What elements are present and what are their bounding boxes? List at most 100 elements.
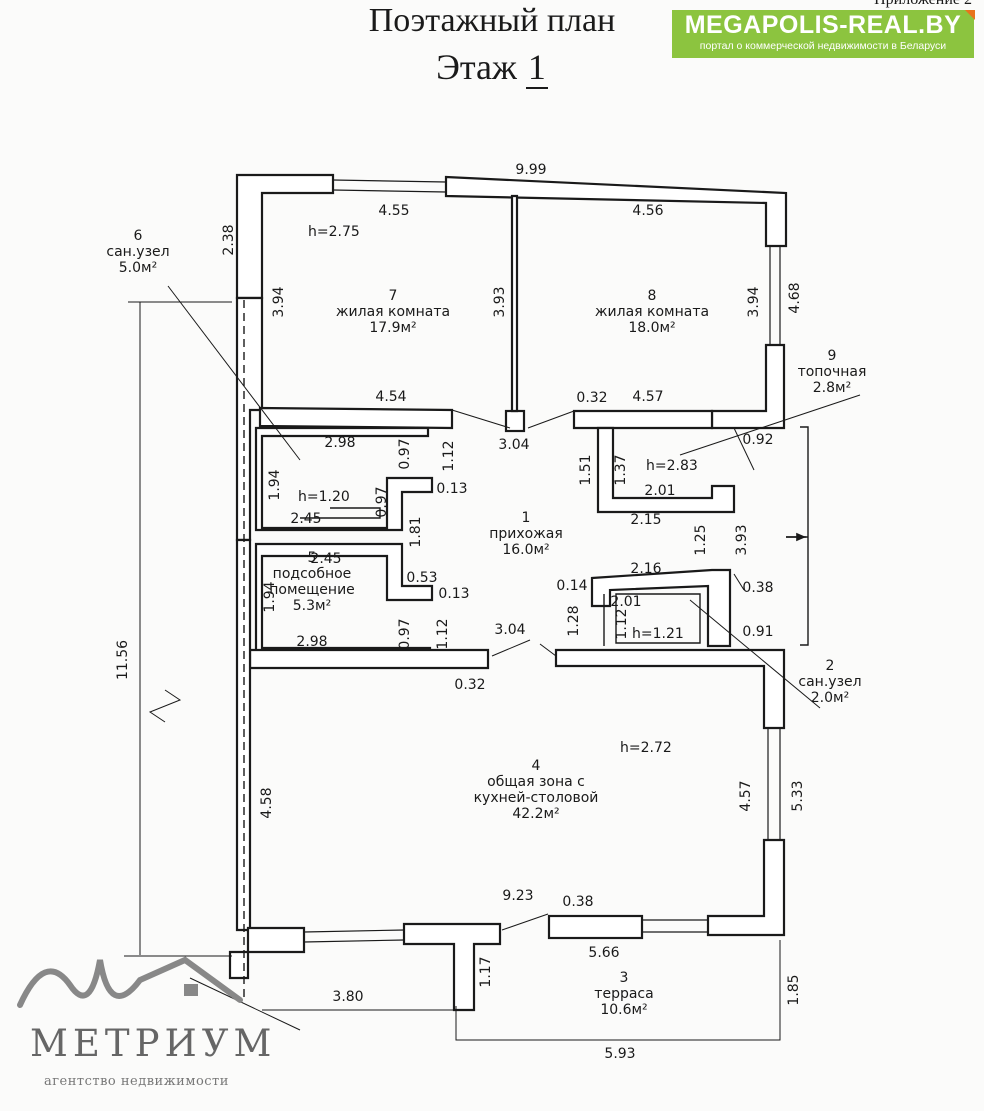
wall-bath2 xyxy=(590,568,732,648)
logo-name: МЕТРИУМ xyxy=(30,1022,277,1065)
wall-room8-bottom xyxy=(572,409,714,430)
dimension-label: 2.16 xyxy=(630,561,661,577)
metrium-logo-icon xyxy=(17,956,243,1008)
plan-title: Поэтажный план xyxy=(368,2,616,39)
dimension-label: 0.97 xyxy=(397,438,413,469)
room-6-area: 5.0м² xyxy=(119,260,157,276)
room-9-area: 2.8м² xyxy=(813,380,851,396)
dimension-label: 5.93 xyxy=(604,1046,635,1062)
dimension-label: 4.68 xyxy=(787,282,803,313)
dimension-label: 0.92 xyxy=(742,432,773,448)
room-4-number: 4 xyxy=(532,758,541,774)
corner-arrow-icon xyxy=(965,10,975,20)
wall-hall-right xyxy=(554,648,786,730)
room-4-name: общая зона с xyxy=(487,774,585,790)
floor-label: Этаж xyxy=(436,47,517,87)
wall-hall-left xyxy=(248,648,490,670)
dimension-label: 1.94 xyxy=(262,581,278,612)
dimension-label: 2.45 xyxy=(310,551,341,567)
ceiling-height-label: h=2.83 xyxy=(646,458,698,474)
room-1-name: прихожая xyxy=(489,526,563,542)
dimension-label: 2.98 xyxy=(296,634,327,650)
dimension-label: 1.81 xyxy=(408,516,424,547)
room-6-name: сан.узел xyxy=(106,244,169,260)
megapolis-badge[interactable]: MEGAPOLIS-REAL.BY портал о коммерческой … xyxy=(672,10,975,58)
badge-brand: MEGAPOLIS-REAL.BY xyxy=(684,11,962,39)
floor-number: 1 xyxy=(525,47,548,89)
logo-subtitle: агентство недвижимости xyxy=(44,1074,229,1089)
appendix-label: Приложение 2 xyxy=(874,0,972,9)
floor-title: Этаж 1 xyxy=(0,46,984,89)
dimension-label: 0.38 xyxy=(562,894,593,910)
ceiling-height-label: h=1.20 xyxy=(298,489,350,505)
room-4-area: 42.2м² xyxy=(512,806,559,822)
dimension-label: 0.32 xyxy=(454,677,485,693)
dimension-label: 2.38 xyxy=(221,224,237,255)
dimension-label: 1.85 xyxy=(786,974,802,1005)
dimension-label: 4.55 xyxy=(378,203,409,219)
dimension-label: 0.97 xyxy=(397,618,413,649)
wall-top-right xyxy=(444,175,788,248)
dimension-label: 0.13 xyxy=(436,481,467,497)
room-5-name: подсобное xyxy=(273,566,352,582)
ceiling-height-label: h=1.21 xyxy=(632,626,684,642)
room-2-number: 2 xyxy=(826,658,835,674)
dimension-label: 1.28 xyxy=(566,605,582,636)
dimension-label: 3.80 xyxy=(332,989,363,1005)
dimension-label: 4.57 xyxy=(738,780,754,811)
dimension-label: 0.97 xyxy=(374,486,390,517)
inner-lines xyxy=(243,300,809,1000)
dimension-label: 1.12 xyxy=(435,618,451,649)
windows xyxy=(303,179,781,943)
dimension-label: 2.45 xyxy=(290,511,321,527)
dimension-label: 3.94 xyxy=(271,286,287,317)
dimension-label: 0.91 xyxy=(742,624,773,640)
room-4-name: кухней-столовой xyxy=(474,790,599,806)
room-7-name: жилая комната xyxy=(336,304,450,320)
dimension-label: 0.14 xyxy=(556,578,587,594)
room-3-area: 10.6м² xyxy=(600,1002,647,1018)
dimension-label: 1.12 xyxy=(614,608,630,639)
dimension-label: 4.54 xyxy=(375,389,406,405)
dimension-label: 9.23 xyxy=(502,888,533,904)
room-5-name: помещение xyxy=(269,582,355,598)
dimension-label: 4.57 xyxy=(632,389,663,405)
dimension-label: 0.13 xyxy=(438,586,469,602)
wall-bath6 xyxy=(254,426,434,532)
room-7-number: 7 xyxy=(389,288,398,304)
room-5-area: 5.3м² xyxy=(293,598,331,614)
dimension-label: 1.25 xyxy=(693,524,709,555)
dimension-label: 5.33 xyxy=(790,780,806,811)
dimension-label: 1.94 xyxy=(267,469,283,500)
dimension-label: 3.04 xyxy=(494,622,525,638)
room-2-area: 2.0м² xyxy=(811,690,849,706)
wall-room7-bottom xyxy=(258,406,454,430)
dimension-label: 2.01 xyxy=(644,483,675,499)
dimension-label: 11.56 xyxy=(115,640,131,680)
wall-room9 xyxy=(596,426,736,514)
metrium-logo: МЕТРИУМ агентство недвижимости xyxy=(10,940,290,1100)
room-6-number: 6 xyxy=(134,228,143,244)
dimension-label: 3.04 xyxy=(498,437,529,453)
room-2-name: сан.узел xyxy=(798,674,861,690)
room-5-number: 5 xyxy=(308,550,317,566)
dimension-label: 1.17 xyxy=(478,956,494,987)
room-9-number: 9 xyxy=(828,348,837,364)
wall-right-lower xyxy=(706,838,786,937)
dimension-label: 2.98 xyxy=(324,435,355,451)
room-1-area: 16.0м² xyxy=(502,542,549,558)
dimension-label: 3.93 xyxy=(492,286,508,317)
room-8-name: жилая комната xyxy=(595,304,709,320)
room-3-number: 3 xyxy=(620,970,629,986)
dimension-label: 3.94 xyxy=(746,286,762,317)
room-9-name: топочная xyxy=(798,364,867,380)
room-3-name: терраса xyxy=(594,986,653,1002)
badge-tagline: портал о коммерческой недвижимости в Бел… xyxy=(699,40,947,52)
dimension-lines xyxy=(124,285,861,1041)
dimension-label: 2.15 xyxy=(630,512,661,528)
wall-room7-8 xyxy=(510,194,519,413)
dimension-label: 0.32 xyxy=(576,390,607,406)
dimension-label: 9.99 xyxy=(515,162,546,178)
